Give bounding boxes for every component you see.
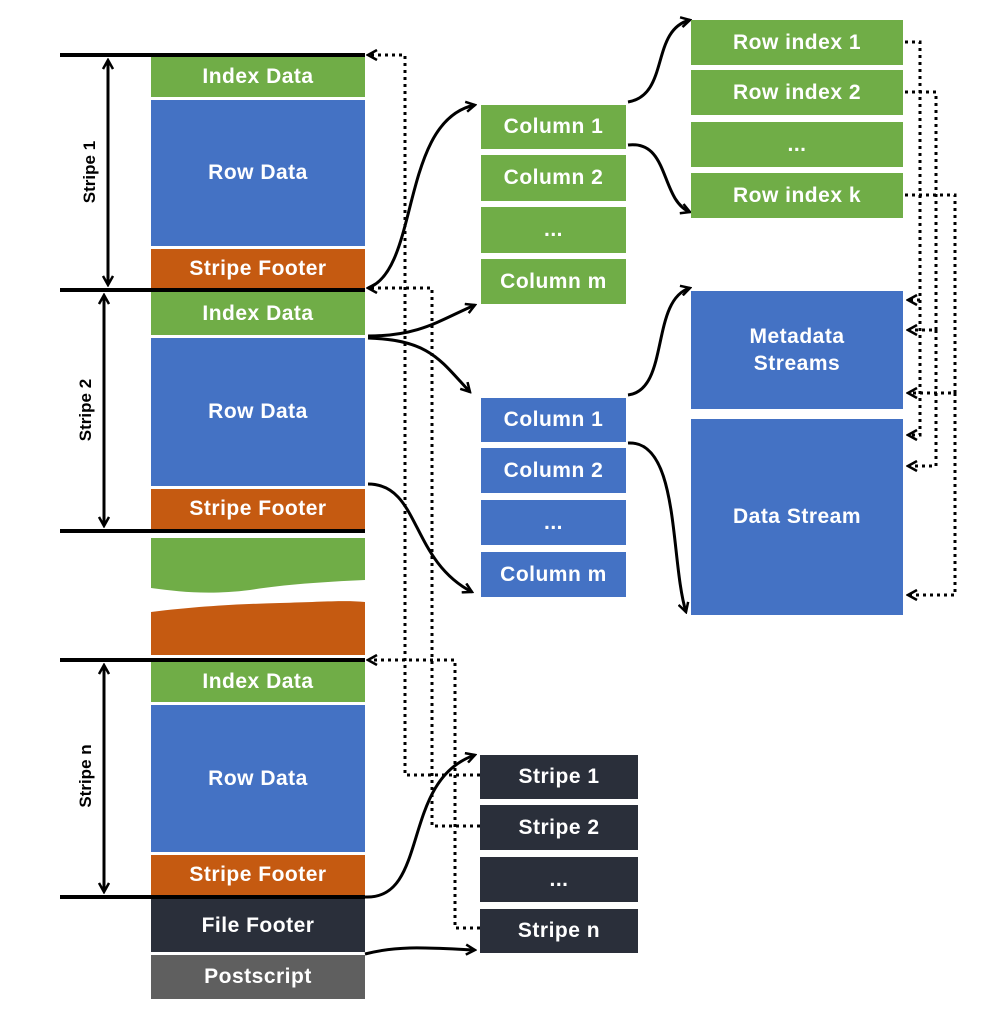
index2-to-data-columns-arrow <box>367 336 470 392</box>
stripe-1-stripe-footer: Stripe Footer <box>151 249 365 288</box>
dotted-arrows <box>368 40 957 930</box>
file-footer: File Footer <box>151 899 365 952</box>
stripe-2-index-data: Index Data <box>151 292 365 335</box>
footer1-to-index-columns-arrow <box>367 105 475 290</box>
data-column-ellipsis: ... <box>481 500 626 545</box>
data-column1-to-data-stream-arrow <box>627 441 686 612</box>
row-index-k-pointer-a <box>905 193 957 393</box>
stripe1-pointer-arrow <box>368 55 480 777</box>
row-index-1-pointer-a <box>905 40 922 300</box>
index-column-1: Column 1 <box>481 105 626 149</box>
break-green-shape <box>151 538 365 593</box>
postscript-to-file-footer-list-arrow <box>364 948 475 954</box>
footer-stripe-1: Stripe 1 <box>480 755 638 799</box>
footer-stripe-ellipsis: ... <box>480 857 638 902</box>
stripe-n-stripe-footer: Stripe Footer <box>151 855 365 895</box>
stripen-pointer-arrow <box>368 660 480 930</box>
stripe-n-row-data: Row Data <box>151 705 365 852</box>
stripe-n-index-data: Index Data <box>151 662 365 702</box>
footern-to-stripe-list-arrow <box>364 755 475 899</box>
row-index-ellipsis: ... <box>691 122 903 167</box>
row-index-1-pointer-b <box>908 300 922 435</box>
row-index-2: Row index 2 <box>691 70 903 115</box>
stripe-2-row-data: Row Data <box>151 338 365 486</box>
data-column1-to-metadata-arrow <box>627 288 690 397</box>
data-column-2: Column 2 <box>481 448 626 493</box>
column1-to-row-index-1-arrow <box>627 20 690 104</box>
metadata-streams: Metadata Streams <box>691 291 903 409</box>
data-column-1: Column 1 <box>481 398 626 442</box>
postscript: Postscript <box>151 955 365 999</box>
index-column-2: Column 2 <box>481 155 626 201</box>
footer2-to-column-m-arrow <box>367 482 472 592</box>
index-column-ellipsis: ... <box>481 207 626 253</box>
stripe-2-label: Stripe 2 <box>76 378 95 442</box>
stripe-1-label: Stripe 1 <box>80 140 99 204</box>
row-index-1: Row index 1 <box>691 20 903 65</box>
row-index-k: Row index k <box>691 173 903 218</box>
footer-stripe-2: Stripe 2 <box>480 805 638 850</box>
data-column-m: Column m <box>481 552 626 597</box>
footer-stripe-n: Stripe n <box>480 909 638 953</box>
index-column-m: Column m <box>481 259 626 304</box>
row-index-k-pointer-b <box>908 393 957 595</box>
stripe-2-stripe-footer: Stripe Footer <box>151 489 365 529</box>
break-orange-shape <box>151 601 365 655</box>
stripe-extent-arrows <box>104 60 108 892</box>
data-stream: Data Stream <box>691 419 903 615</box>
stripe-n-label: Stripe n <box>76 744 95 808</box>
stripe-1-index-data: Index Data <box>151 57 365 97</box>
stripe-1-row-data: Row Data <box>151 100 365 246</box>
stripe-boundaries <box>60 53 365 899</box>
index2-to-index-columns-arrow <box>367 305 475 338</box>
row-index-2-pointer-b <box>908 330 938 466</box>
row-index-2-pointer-a <box>905 90 938 330</box>
stripe2-pointer-arrow <box>368 288 480 828</box>
column1-to-row-index-k-arrow <box>627 143 690 212</box>
